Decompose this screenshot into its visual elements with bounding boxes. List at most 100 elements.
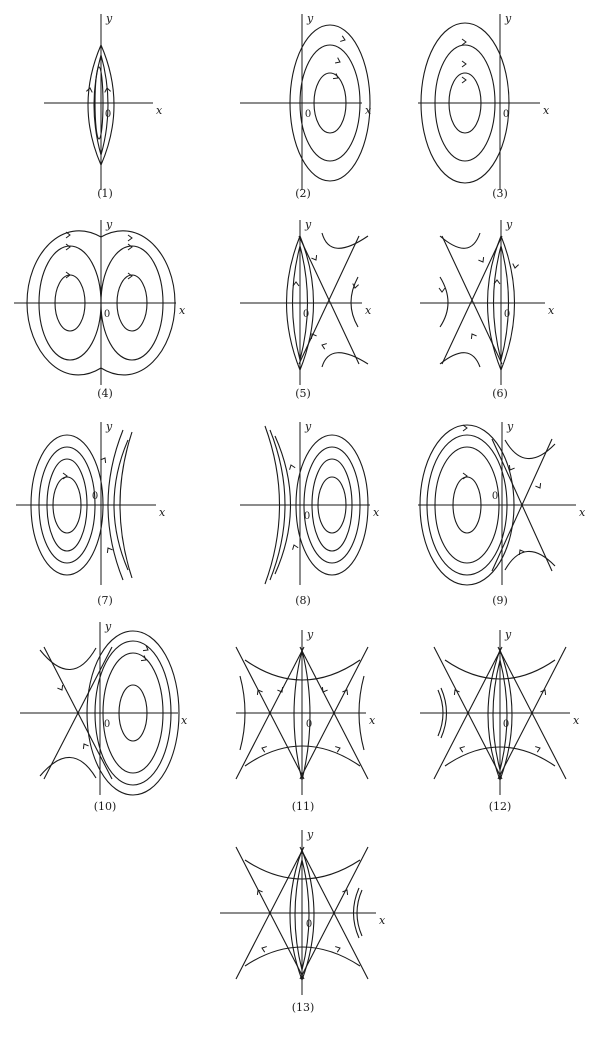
- y-axis-label: y: [304, 218, 312, 231]
- arrow-icon: [289, 464, 296, 470]
- arrow-icon: [493, 279, 501, 285]
- trajectory: [321, 232, 369, 249]
- arrow-icon: [332, 73, 339, 80]
- phase-portrait-panel: xy0(5): [240, 218, 372, 400]
- trajectory: [352, 887, 360, 939]
- x-axis-label: x: [159, 506, 166, 519]
- arrow-icon: [256, 689, 263, 696]
- trajectory: [497, 646, 567, 780]
- trajectory: [301, 649, 311, 781]
- panel-caption: (2): [295, 187, 311, 200]
- trajectory: [492, 659, 501, 771]
- trajectory: [493, 245, 502, 361]
- phase-portrait-panel: xy0(4): [14, 218, 186, 400]
- trajectory: [441, 235, 503, 365]
- arrow-icon: [352, 283, 359, 289]
- panel-caption: (5): [295, 387, 311, 400]
- arrow-icon: [459, 746, 465, 753]
- phase-portrait-panel: xy0(12): [420, 628, 580, 813]
- y-axis-label: y: [104, 620, 112, 633]
- x-axis-label: x: [369, 714, 376, 727]
- trajectory: [356, 889, 363, 937]
- trajectory: [500, 245, 509, 361]
- trajectory: [439, 352, 481, 368]
- arrow-icon: [127, 243, 133, 251]
- orbit: [46, 458, 88, 552]
- arrow-icon: [453, 689, 460, 696]
- arrow-icon: [292, 281, 300, 287]
- x-axis-label: x: [365, 104, 372, 117]
- arrow-icon: [321, 343, 327, 350]
- y-axis-label: y: [105, 12, 113, 25]
- arrow-icon: [535, 746, 541, 753]
- orbit: [295, 434, 369, 576]
- arrow-icon: [104, 87, 111, 93]
- origin-label: 0: [92, 491, 98, 502]
- arrow-icon: [62, 472, 68, 480]
- arrow-icon: [438, 287, 446, 293]
- trajectory: [504, 439, 556, 460]
- arrow-icon: [142, 645, 149, 652]
- trajectory: [299, 245, 308, 361]
- arrow-icon: [335, 946, 341, 953]
- trajectory: [107, 429, 124, 581]
- trajectory: [26, 230, 176, 376]
- arrow-icon: [342, 689, 349, 696]
- phase-portrait-panel: xy0(10): [20, 620, 188, 813]
- panel-caption: (7): [97, 594, 113, 607]
- trajectory: [358, 675, 365, 751]
- trajectory: [292, 245, 301, 361]
- orbit: [38, 446, 96, 564]
- arrow-icon: [508, 464, 515, 471]
- arrow-icon: [535, 482, 542, 489]
- orbit: [118, 684, 148, 742]
- orbit: [102, 652, 164, 774]
- x-axis-label: x: [181, 714, 188, 727]
- trajectory: [239, 675, 246, 751]
- orbit: [317, 476, 347, 534]
- x-axis-label: x: [543, 104, 550, 117]
- arrow-icon: [277, 686, 284, 693]
- arrow-icon: [518, 549, 525, 556]
- origin-label: 0: [503, 719, 509, 730]
- phase-portrait-panel: xy0(6): [420, 218, 555, 400]
- trajectory: [321, 352, 369, 368]
- trajectory: [244, 659, 361, 681]
- y-axis-label: y: [505, 218, 513, 231]
- x-axis-label: x: [179, 304, 186, 317]
- trajectory: [299, 846, 369, 980]
- panel-caption: (3): [492, 187, 508, 200]
- trajectory: [491, 438, 553, 572]
- trajectory: [274, 435, 291, 575]
- y-axis-label: y: [306, 828, 314, 841]
- origin-label: 0: [105, 109, 111, 120]
- trajectory: [294, 859, 303, 971]
- arrow-icon: [106, 547, 113, 554]
- arrow-icon: [335, 746, 341, 753]
- arrow-icon: [65, 243, 71, 251]
- arrow-icon: [292, 544, 299, 550]
- orbit: [434, 44, 496, 162]
- arrow-icon: [461, 60, 467, 68]
- orbit: [94, 66, 104, 140]
- y-axis-label: y: [506, 420, 514, 433]
- orbit: [420, 22, 510, 184]
- orbit: [419, 424, 515, 586]
- origin-label: 0: [492, 491, 498, 502]
- arrow-icon: [311, 254, 318, 261]
- trajectory: [244, 946, 361, 967]
- y-axis-label: y: [105, 420, 113, 433]
- orbit: [52, 476, 82, 534]
- arrow-icon: [461, 38, 467, 46]
- arrow-icon: [256, 889, 263, 896]
- origin-label: 0: [306, 919, 312, 930]
- y-axis-label: y: [105, 218, 113, 231]
- x-axis-label: x: [156, 104, 163, 117]
- trajectory: [285, 235, 301, 371]
- orbit: [116, 274, 148, 332]
- orbit: [448, 72, 482, 134]
- origin-label: 0: [305, 109, 311, 120]
- arrow-icon: [540, 689, 547, 696]
- origin-label: 0: [504, 309, 510, 320]
